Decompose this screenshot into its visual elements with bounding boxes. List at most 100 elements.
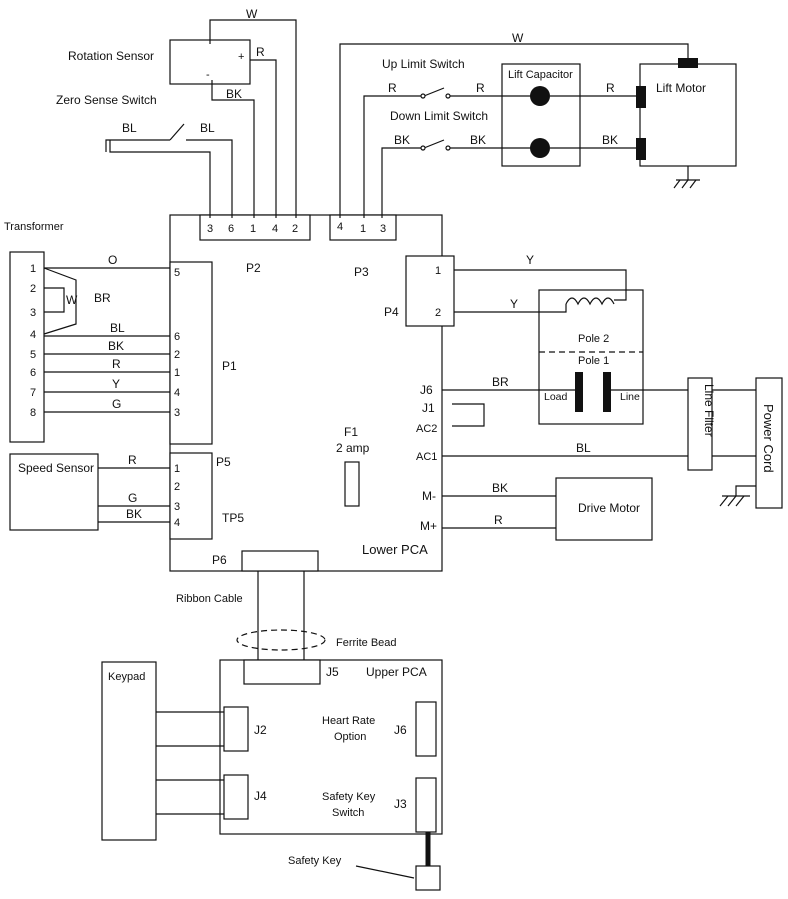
j6-upper-label: J6 (394, 723, 407, 737)
transformer-pin: 6 (30, 367, 36, 379)
p5-pin: 1 (174, 463, 180, 475)
p1-pin: 6 (174, 331, 180, 343)
rotation-plus-label: + (238, 51, 244, 63)
p5-pin: 2 (174, 481, 180, 493)
p5-pin: 4 (174, 517, 180, 529)
keypad-label: Keypad (108, 671, 145, 683)
p1-connector (169, 261, 213, 445)
rotation-sensor-label: Rotation Sensor (68, 49, 154, 63)
heart-rate-label-1: Heart Rate (322, 715, 375, 727)
lift-motor-terminal-r (636, 86, 646, 108)
j2-label: J2 (254, 723, 267, 737)
wire-label-br: BR (94, 291, 111, 305)
wire-label-bl: BL (200, 121, 215, 135)
p4-pin: 1 (435, 265, 441, 277)
ac2-label: AC2 (416, 423, 437, 435)
wire-label-r: R (476, 81, 485, 95)
power-cord-label: Power Cord (761, 404, 776, 473)
j4-label: J4 (254, 789, 267, 803)
wire-label-w: W (246, 7, 258, 21)
j1-label: J1 (422, 401, 435, 415)
up-limit-switch-contact-b (445, 93, 451, 99)
down-limit-switch-contact-a (420, 145, 426, 151)
relay-coil (565, 297, 615, 306)
heart-rate-label-2: Option (334, 731, 366, 743)
transformer-pin: 2 (30, 283, 36, 295)
speed-sensor-box (9, 453, 99, 531)
p4-pin: 2 (435, 307, 441, 319)
j6-connector (415, 701, 437, 757)
transformer-label: Transformer (4, 221, 64, 233)
down-limit-switch-contact-b (445, 145, 451, 151)
p2-pin: 2 (292, 223, 298, 235)
wire-label-y: Y (526, 253, 534, 267)
wire-label-g: G (128, 491, 137, 505)
wire-label-r: R (112, 357, 121, 371)
up-limit-switch-contact-a (420, 93, 426, 99)
safety-key-switch-label-2: Switch (332, 807, 364, 819)
wire-label-bk: BK (126, 507, 142, 521)
keypad-box (101, 661, 157, 841)
transformer-box (9, 251, 45, 443)
p3-label: P3 (354, 265, 369, 279)
transformer-pin: 4 (30, 329, 36, 341)
relay-contact-load (575, 372, 583, 412)
wire-label-bk: BK (492, 481, 508, 495)
line-filter-box (687, 377, 713, 471)
line-filter-label: Line Filter (702, 384, 716, 437)
p4-connector (405, 255, 455, 327)
p3-connector (329, 214, 397, 241)
drive-motor-label: Drive Motor (578, 501, 640, 515)
wire-bl-zero-return (109, 140, 211, 218)
wire-bl-zero-left (105, 139, 170, 152)
p1-pin: 2 (174, 349, 180, 361)
p1-pin: 5 (174, 267, 180, 279)
lift-motor-ground-hatch-2 (681, 179, 689, 189)
wire-label-g: G (112, 397, 121, 411)
lower-pca-board (169, 214, 443, 572)
upper-pca-label: Upper PCA (366, 665, 427, 679)
wire-w-t2-t3 (44, 287, 65, 313)
lower-pca-label: Lower PCA (362, 542, 428, 557)
safety-key-label: Safety Key (288, 855, 342, 867)
wire-y-p4-1 (454, 269, 627, 301)
p3-pin: 1 (360, 223, 366, 235)
p1-label: P1 (222, 359, 237, 373)
load-label: Load (544, 391, 568, 403)
wire-label-r: R (256, 45, 265, 59)
wire-bl-zero-right (186, 139, 233, 218)
wire-label-o: O (108, 253, 117, 267)
lift-motor-box (639, 63, 737, 167)
zero-sense-switch-label: Zero Sense Switch (56, 93, 157, 107)
transformer-pin: 1 (30, 263, 36, 275)
p6-label: P6 (212, 553, 227, 567)
wire-label-y: Y (510, 297, 518, 311)
p1-pin: 3 (174, 407, 180, 419)
wire-y-p4-2 (454, 304, 567, 313)
capacitor-terminal-bottom (530, 138, 550, 158)
lift-motor-label: Lift Motor (656, 81, 706, 95)
zero-sense-switch-blade (169, 123, 185, 141)
p6-connector (241, 550, 319, 572)
relay-contact-line (603, 372, 611, 412)
safety-key-pointer (355, 865, 415, 879)
ribbon-cable-label: Ribbon Cable (176, 593, 243, 605)
lift-motor-terminal-bk (636, 138, 646, 160)
drive-motor-box (555, 477, 653, 541)
j6-label: J6 (420, 383, 433, 397)
p2-pin: 6 (228, 223, 234, 235)
wire-label-r: R (606, 81, 615, 95)
wire-w-rotation-top (209, 19, 297, 218)
wire-label-bk: BK (602, 133, 618, 147)
lift-motor-terminal-top (678, 58, 698, 68)
fuse-label-1: F1 (344, 425, 358, 439)
j1-connector (452, 403, 485, 427)
wire-label-y: Y (112, 377, 120, 391)
power-ground-lead (735, 485, 756, 496)
ferrite-bead (236, 629, 326, 651)
wire-r-rotation (250, 59, 277, 218)
wire-label-r: R (128, 453, 137, 467)
wire-label-w: W (66, 293, 78, 307)
wire-label-bl: BL (110, 321, 125, 335)
wire-label-br: BR (492, 375, 509, 389)
